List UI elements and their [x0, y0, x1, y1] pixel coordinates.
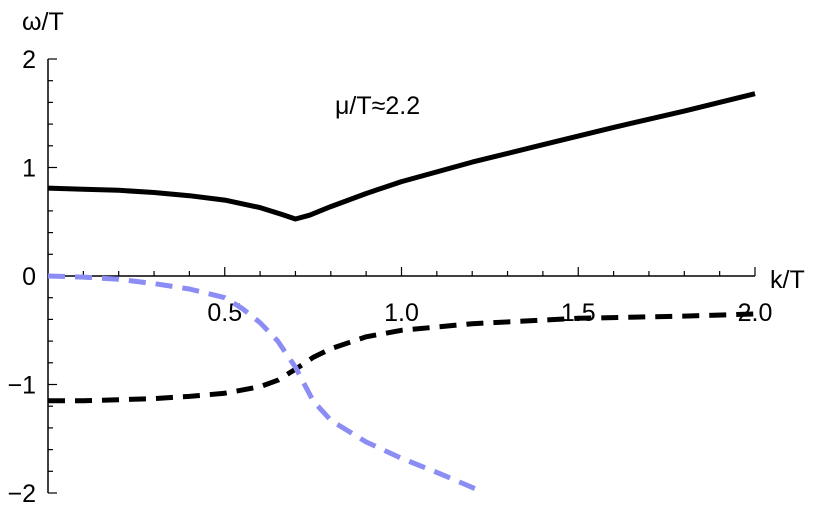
series-line-1	[47, 91, 756, 222]
y-tick-label: 2	[22, 46, 36, 74]
x-tick-label: 1.5	[561, 299, 596, 327]
y-tick-label: −1	[7, 372, 36, 400]
annotation: μ/T≈2.2	[335, 92, 420, 120]
y-tick-label: −2	[7, 480, 36, 508]
y-tick-label: 1	[22, 155, 36, 183]
series-line-2	[48, 311, 756, 404]
series-line-3	[47, 273, 484, 495]
x-axis-label: k/T	[770, 266, 805, 294]
y-axis-label: ω/T	[22, 8, 64, 36]
x-tick-label: 1.0	[384, 299, 419, 327]
y-tick-label: 0	[22, 263, 36, 291]
